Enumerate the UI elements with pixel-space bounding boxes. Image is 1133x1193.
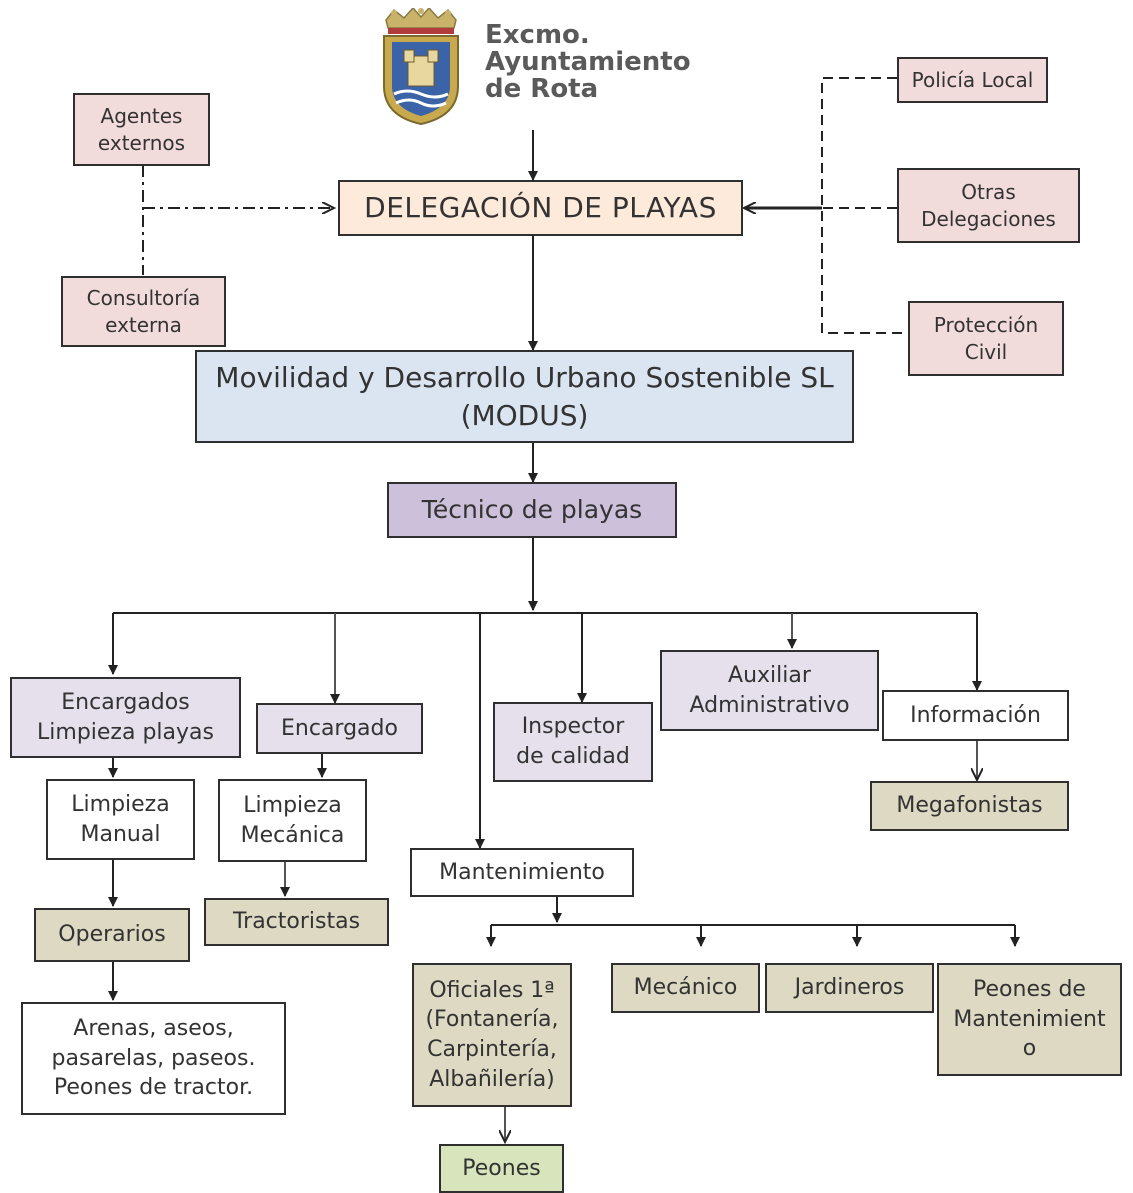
logo-text: Excmo. Ayuntamiento de Rota [485,20,691,104]
node-limpieza-manual: Limpieza Manual [46,779,195,860]
node-mecanico: Mecánico [611,963,760,1013]
node-limpieza-mecanica: Limpieza Mecánica [218,779,367,862]
node-jardineros: Jardineros [765,963,934,1013]
node-tecnico-playas: Técnico de playas [387,482,677,538]
node-operarios: Operarios [34,908,190,962]
node-delegacion-playas: DELEGACIÓN DE PLAYAS [338,180,743,236]
node-modus: Movilidad y Desarrollo Urbano Sostenible… [195,350,854,443]
node-tractoristas: Tractoristas [204,898,389,946]
node-agentes-externos: Agentes externos [73,93,210,166]
node-megafonistas: Megafonistas [870,781,1069,831]
node-informacion: Información [882,690,1069,741]
node-peones: Peones [439,1144,564,1193]
node-consultoria-externa: Consultoría externa [61,276,226,347]
node-otras-delegaciones: Otras Delegaciones [897,168,1080,243]
node-arenas-aseos: Arenas, aseos, pasarelas, paseos. Peones… [21,1002,286,1115]
node-inspector-calidad: Inspector de calidad [493,702,653,782]
coat-of-arms-logo [380,6,462,126]
node-proteccion-civil: Protección Civil [908,301,1064,376]
node-peones-mantenimiento: Peones de Mantenimient o [937,963,1122,1076]
node-policia-local: Policía Local [897,57,1048,103]
coat-of-arms-icon [383,6,459,126]
node-encargados-limpieza: Encargados Limpieza playas [10,677,241,758]
node-encargado: Encargado [256,703,423,754]
node-mantenimiento: Mantenimiento [410,848,634,897]
node-auxiliar-administrativo: Auxiliar Administrativo [660,650,879,731]
node-oficiales: Oficiales 1ª (Fontanería, Carpintería, A… [412,963,572,1107]
